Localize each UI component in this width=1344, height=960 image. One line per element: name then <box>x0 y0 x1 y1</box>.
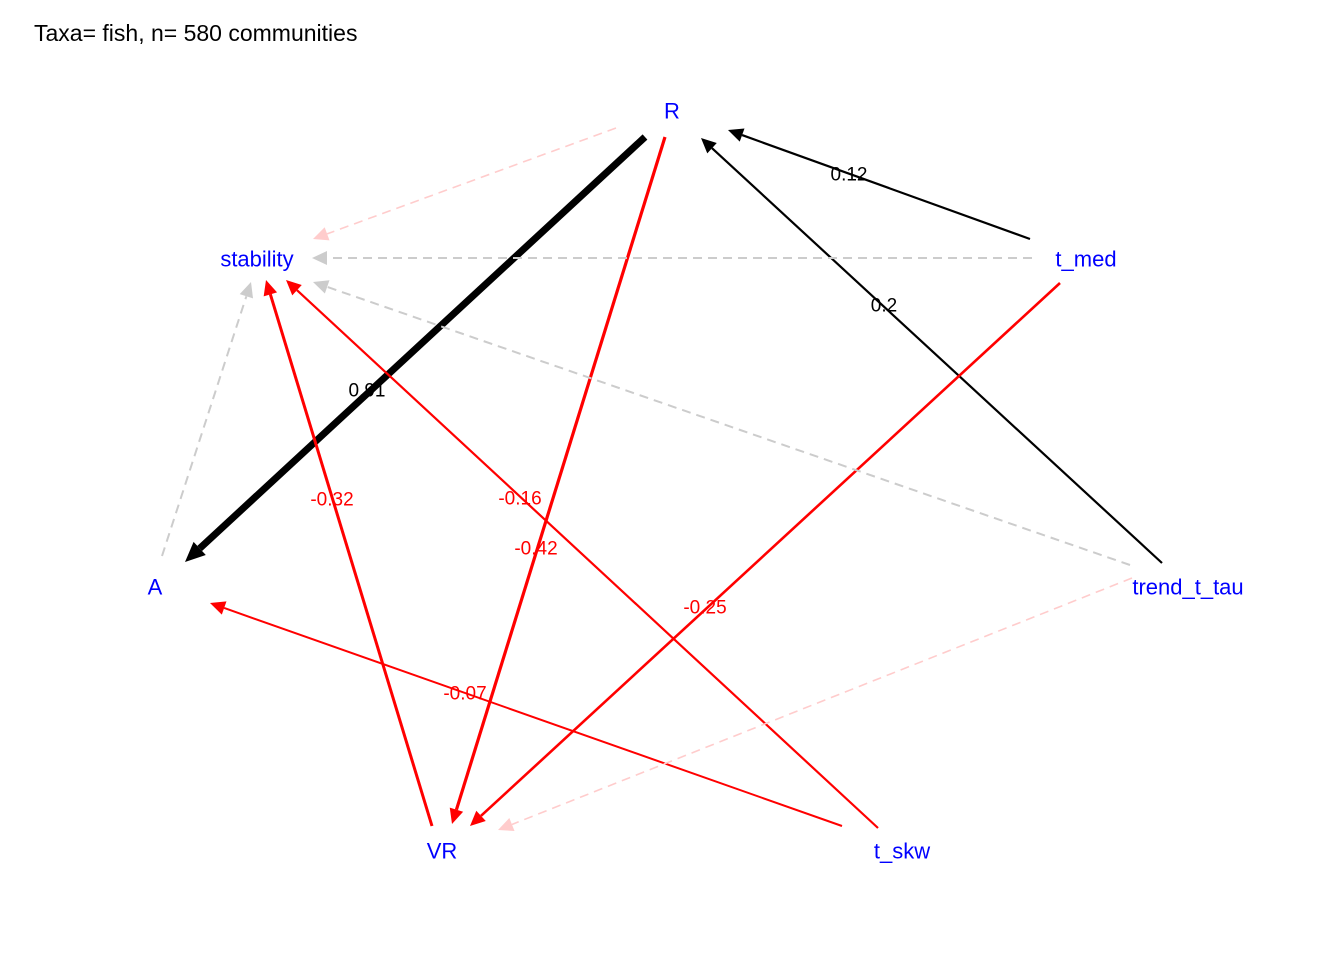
edge-VR-to-stability <box>263 280 434 827</box>
arrowhead-icon <box>312 251 327 265</box>
edge-t_skw-to-stability <box>286 280 879 829</box>
arrowhead-icon <box>728 128 745 142</box>
arrowhead-icon <box>185 541 206 562</box>
edge-line <box>326 285 1131 566</box>
node-stability: stability <box>220 247 293 272</box>
arrowhead-icon <box>313 280 330 294</box>
edge-labels-layer: 0.91 0.12 0.2 -0.42 -0.25 -0.32 -0.16 -0.07 <box>310 165 897 705</box>
edge-t_med-to-VR <box>470 282 1061 826</box>
edge-label-R-to-A: 0.91 <box>349 381 386 402</box>
edge-label-t_med-to-VR: -0.25 <box>683 598 726 619</box>
node-t_skw: t_skw <box>874 839 930 864</box>
node-t_med: t_med <box>1055 247 1116 272</box>
edge-R-to-A <box>185 134 648 562</box>
edge-line <box>296 289 879 829</box>
edge-line <box>161 295 248 557</box>
arrowhead-icon <box>498 817 515 831</box>
edge-t_med-to-R <box>728 128 1031 241</box>
arrowhead-icon <box>449 807 464 824</box>
edge-label-t_med-to-R: 0.12 <box>831 165 868 186</box>
edge-label-trend_t_tau-to-R: 0.2 <box>871 296 897 317</box>
edge-line <box>741 134 1031 241</box>
edge-line <box>711 147 1163 564</box>
edge-R-to-stability <box>313 127 617 241</box>
edge-label-t_skw-to-stability: -0.16 <box>498 489 541 510</box>
arrowhead-icon <box>286 280 302 296</box>
node-VR: VR <box>427 839 458 864</box>
edge-line <box>454 136 667 811</box>
arrowhead-icon <box>210 601 227 615</box>
edge-line <box>480 282 1061 817</box>
edge-trend_t_tau-to-R <box>701 138 1163 564</box>
edge-t_skw-to-A <box>210 601 843 827</box>
node-R: R <box>664 99 680 124</box>
edge-label-R-to-VR: -0.42 <box>514 539 557 560</box>
arrowhead-icon <box>263 280 278 297</box>
edge-t_med-to-stability <box>312 251 1032 265</box>
edge-R-to-VR <box>449 136 667 824</box>
edge-A-to-stability <box>161 282 254 557</box>
arrowhead-icon <box>701 138 717 154</box>
edges-layer <box>161 127 1163 831</box>
edge-line <box>197 134 648 551</box>
arrowhead-icon <box>313 227 330 241</box>
arrowhead-icon <box>470 810 486 826</box>
edge-label-t_skw-to-A: -0.07 <box>443 684 486 705</box>
edge-label-VR-to-stability: -0.32 <box>310 490 353 511</box>
edge-line <box>511 577 1133 826</box>
node-A: A <box>148 575 163 600</box>
diagram-title: Taxa= fish, n= 580 communities <box>34 20 358 46</box>
node-trend_t_tau: trend_t_tau <box>1132 575 1243 600</box>
edge-trend_t_tau-to-VR <box>498 577 1133 831</box>
edge-line <box>223 607 843 827</box>
edge-line <box>268 293 434 827</box>
arrowhead-icon <box>239 282 254 299</box>
edge-trend_t_tau-to-stability <box>313 280 1131 566</box>
edge-line <box>326 127 617 235</box>
